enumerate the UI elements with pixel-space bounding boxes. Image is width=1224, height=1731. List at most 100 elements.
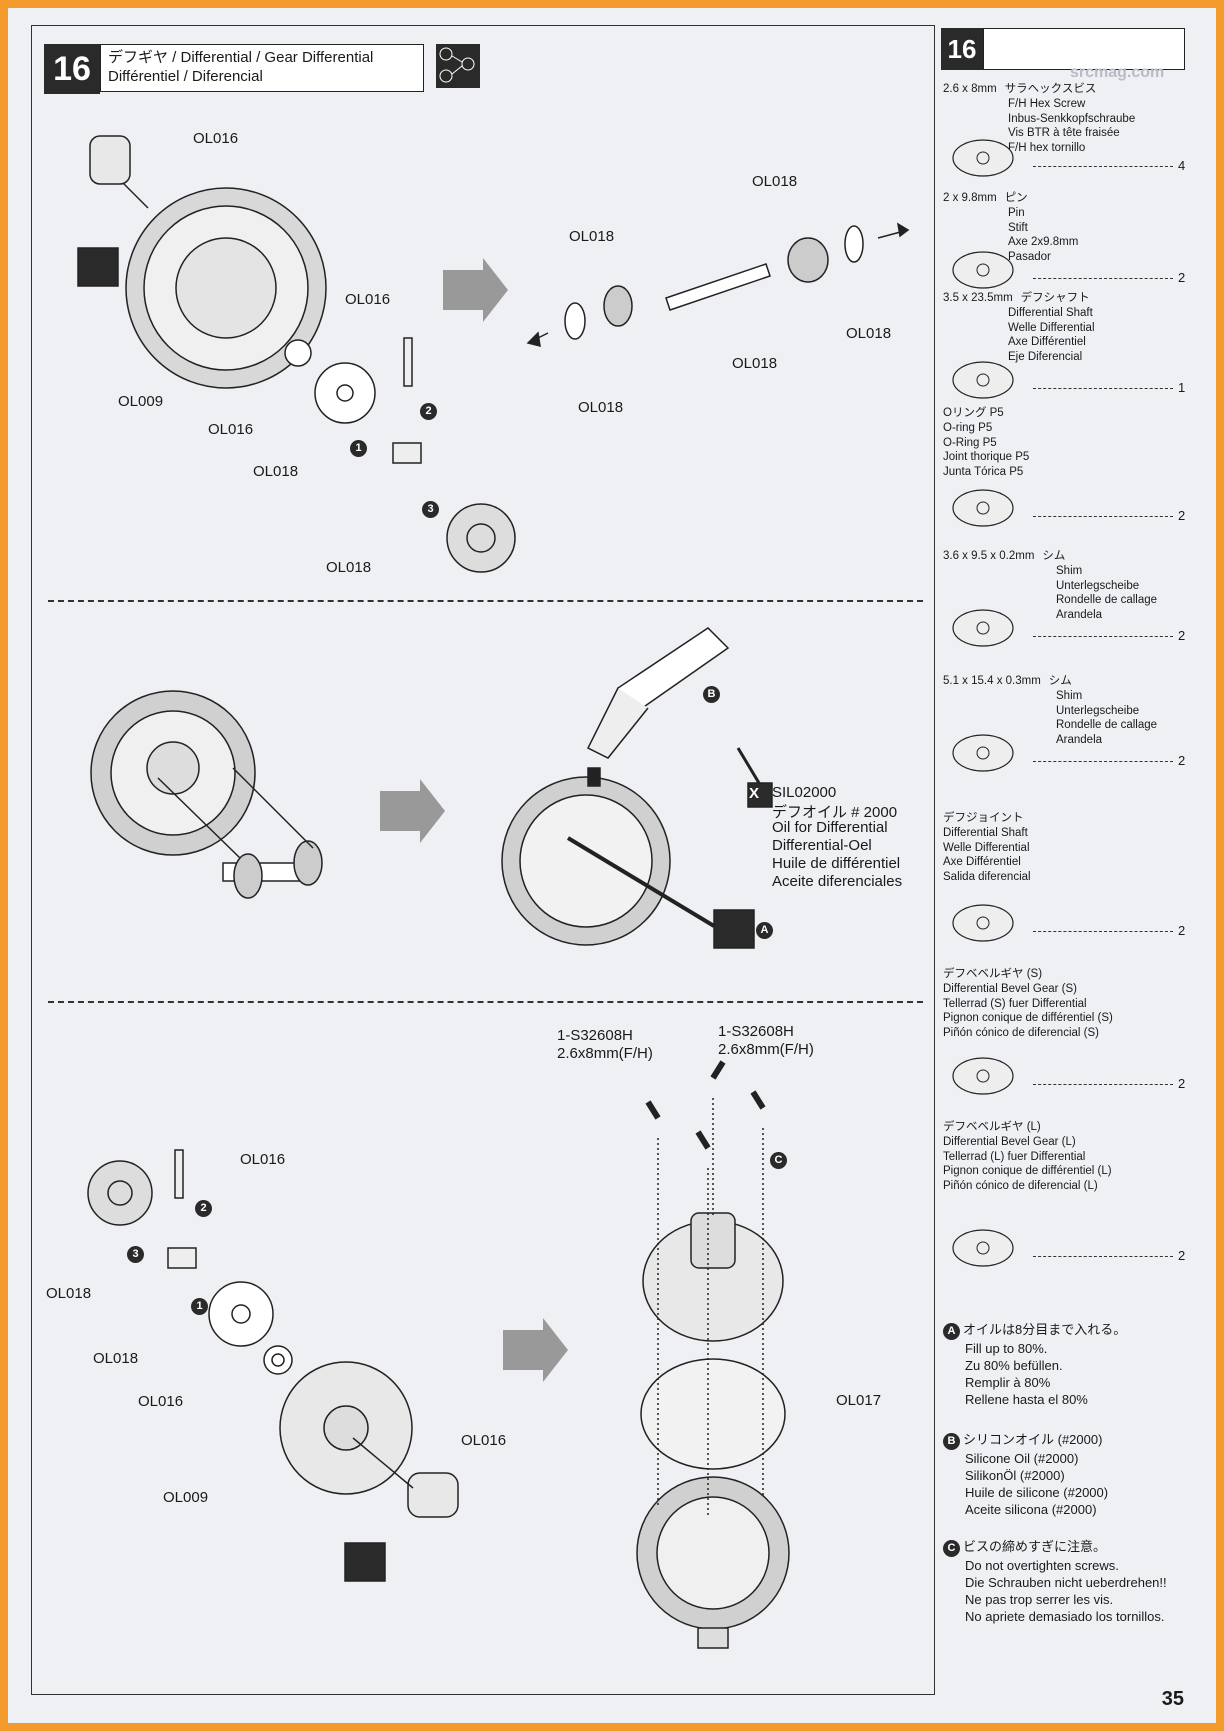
step-marker: 1 [350,440,367,457]
step-title: デフギヤ / Differential / Gear Differential … [108,48,373,86]
part-entry-header: 2.6 x 8mm サラヘックスビス [943,82,1096,97]
step-marker: 2 [420,403,437,420]
note-marker: C [770,1152,787,1169]
part-illustration [948,606,1018,650]
qty-leader [1033,166,1173,167]
part-name-jp: デフベベルギヤ (L) [943,1121,1041,1133]
part-name: Axe Différentiel [943,856,1021,868]
part-label: OL016 [240,1151,286,1168]
part-name-jp: ピン [1004,192,1028,204]
assembly-frame [31,25,935,1695]
part-name: Differential Shaft [943,827,1028,839]
part-name-jp: デフシャフト [1020,292,1090,304]
part-label: OL016 [193,130,239,147]
part-label: OL009 [118,393,164,410]
part-name: F/H Hex Screw [1008,98,1086,110]
part-size: 2 x 9.8mm [943,192,997,204]
qty-leader [1033,636,1173,637]
qty-leader [1033,278,1173,279]
qty-leader [1033,761,1173,762]
part-name: Eje Diferencial [1008,350,1083,363]
part-entry-header: 3.6 x 9.5 x 0.2mm シム [943,549,1065,564]
part-name: Differential Bevel Gear (L) [943,1136,1076,1148]
part-name-jp: シム [1042,550,1066,562]
part-entry-header: デフジョイント [943,811,1024,826]
part-label: OL018 [253,463,299,480]
part-name: Pignon conique de différentiel (S) [943,1012,1113,1024]
part-entry-header: Oリング P5 [943,406,1004,421]
part-name: Arandela [1056,733,1103,746]
part-quantity: 2 [1178,753,1186,768]
qty-leader [1033,1084,1173,1085]
qty-leader [1033,931,1173,932]
part-name: Shim [1056,690,1083,702]
part-name: Inbus-Senkkopfschraube [1008,112,1136,125]
oil-name-jp: デフオイル # 2000 [772,804,898,821]
part-quantity: 2 [1178,628,1186,643]
part-label: OL018 [846,325,892,342]
part-label: OL009 [163,1489,209,1506]
part-label: OL018 [752,173,798,190]
part-name: Tellerrad (L) fuer Differential [943,1150,1086,1163]
part-label: OL018 [578,399,624,416]
part-label: OL017 [836,1392,882,1409]
part-quantity: 2 [1178,923,1186,938]
part-name: Junta Tórica P5 [943,465,1024,478]
part-name: Welle Differential [943,841,1030,854]
part-illustration [948,486,1018,530]
part-name: Rondelle de callage [1056,594,1158,606]
qty-leader [1033,516,1173,517]
qty-leader [1033,1256,1173,1257]
part-label: OL018 [569,228,615,245]
part-illustration [948,1054,1018,1098]
part-name-jp: デフジョイント [943,812,1024,824]
part-name: Arandela [1056,608,1103,621]
part-entry-header: デフベベルギヤ (L) [943,1120,1041,1135]
part-name: Piñón cónico de diferencial (S) [943,1026,1099,1039]
part-illustration [948,731,1018,775]
part-label: OL016 [461,1432,507,1449]
part-quantity: 2 [1178,1248,1186,1263]
part-name: Piñón cónico de diferencial (L) [943,1179,1098,1192]
part-name-jp: サラヘックスビス [1004,83,1097,95]
part-name: Differential Bevel Gear (S) [943,983,1078,995]
oil-name: Huile de différentiel [772,855,901,872]
part-size: 2.6 x 8mm [943,83,997,95]
oil-icon-mark: X [749,785,760,802]
part-size: 3.6 x 9.5 x 0.2mm [943,550,1035,562]
part-illustration [948,1226,1018,1270]
part-illustration [948,901,1018,945]
oil-name: Differential-Oel [772,837,872,854]
part-name: Stift [1008,221,1028,234]
part-name: Vis BTR à tête fraisée [1008,127,1120,139]
step-marker: 3 [422,501,439,518]
note-marker: A [756,922,773,939]
part-quantity: 2 [1178,508,1186,523]
section-divider [48,1001,923,1003]
screw-callout: 1-S32608H 2.6x8mm(F/H) [557,1027,653,1062]
part-name: Salida diferencial [943,870,1031,883]
part-label: OL016 [208,421,254,438]
step-title-line2: Différentiel / Diferencial [108,68,263,85]
section-divider [48,600,923,602]
part-name-jp: Oリング P5 [943,407,1004,419]
part-size: 5.1 x 15.4 x 0.3mm [943,675,1041,687]
qty-leader [1033,388,1173,389]
note-marker: B [703,686,720,703]
part-illustration [948,248,1018,292]
step-marker: 1 [191,1298,208,1315]
step-marker: 3 [127,1246,144,1263]
part-name: Rondelle de callage [1056,719,1158,731]
part-label: OL018 [46,1285,92,1302]
part-entry-header: デフベベルギヤ (S) [943,967,1042,982]
step-title-line1: デフギヤ / Differential / Gear Differential [108,49,374,66]
oil-name: Oil for Differential [772,819,888,836]
part-name: O-ring P5 [943,422,993,434]
page-number: 35 [1161,1688,1184,1710]
part-name: Pasador [1008,250,1051,263]
manual-page: 16 デフギヤ / Differential / Gear Differenti… [8,8,1216,1723]
